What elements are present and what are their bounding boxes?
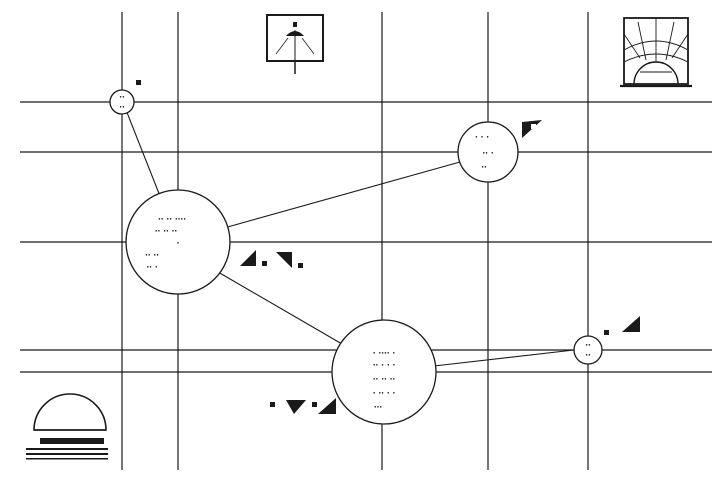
node-large-bottom-glyph-2: ꞏꞏ ꞏ ꞏ ꞏ: [373, 361, 396, 371]
node-small-top-left[interactable]: [109, 89, 135, 115]
triangle-marker: [318, 398, 336, 414]
markers: [136, 80, 640, 414]
node-large-bottom-glyph-3: ꞏꞏ ꞏꞏ ꞏꞏ: [373, 375, 396, 385]
node-large-bottom-glyph-5: ꞏꞏꞏ: [374, 403, 383, 413]
square-marker: [298, 263, 303, 268]
node-large-left[interactable]: [125, 189, 231, 295]
edge-largeleft-topright: [223, 161, 461, 229]
node-small-right-glyph-1: ꞏꞏ: [585, 341, 591, 351]
triangle-marker: [286, 400, 306, 414]
square-marker: [136, 80, 141, 85]
triangle-marker: [622, 316, 640, 332]
node-large-left-glyph-5: ꞏꞏ ꞏ: [146, 263, 157, 273]
edge-largebottom-smallright: [433, 349, 575, 367]
node-top-right[interactable]: [457, 121, 519, 183]
node-large-left-glyph-3: ꞏ: [177, 239, 180, 249]
triangle-marker: [276, 252, 292, 268]
square-marker: [604, 330, 609, 335]
node-top-right-glyph-1: ꞏ ꞏ ꞏ: [475, 133, 489, 143]
lamp-icon: [266, 14, 324, 74]
node-top-right-glyph-2: ꞏꞏ ꞏ: [482, 149, 493, 159]
node-large-left-glyph-2: ꞏꞏ ꞏꞏ ꞏꞏ: [155, 227, 178, 237]
node-small-right-glyph-2: ꞏꞏ: [585, 351, 591, 361]
node-large-left-glyph-4: ꞏꞏ ꞏꞏ: [145, 251, 159, 261]
node-large-left-glyph-1: ꞏꞏ ꞏꞏ ꞏꞏꞏꞏ: [158, 215, 186, 225]
connections: [125, 109, 575, 367]
dome-icon: [26, 393, 108, 460]
sunrise-window-icon: [620, 17, 692, 88]
node-large-bottom-glyph-4: ꞏ ꞏꞏ ꞏ ꞏ: [373, 389, 396, 399]
square-marker: [270, 402, 275, 407]
square-marker: [262, 261, 267, 266]
square-marker: [312, 402, 317, 407]
node-small-top-left-glyph-1: ꞏꞏ: [119, 93, 125, 103]
square-marker: [531, 124, 536, 129]
node-small-top-left-glyph-2: ꞏꞏ: [119, 103, 125, 113]
edge-largeleft-largebottom: [217, 271, 343, 345]
node-top-right-glyph-3: ꞏꞏ: [481, 163, 487, 173]
triangle-marker: [240, 250, 256, 266]
node-large-bottom-glyph-1: ꞏ ꞏꞏꞏꞏ ꞏ: [373, 349, 396, 359]
node-large-bottom[interactable]: [331, 319, 437, 425]
edge-topleft-largeleft: [125, 109, 161, 197]
node-small-right[interactable]: [573, 335, 603, 365]
